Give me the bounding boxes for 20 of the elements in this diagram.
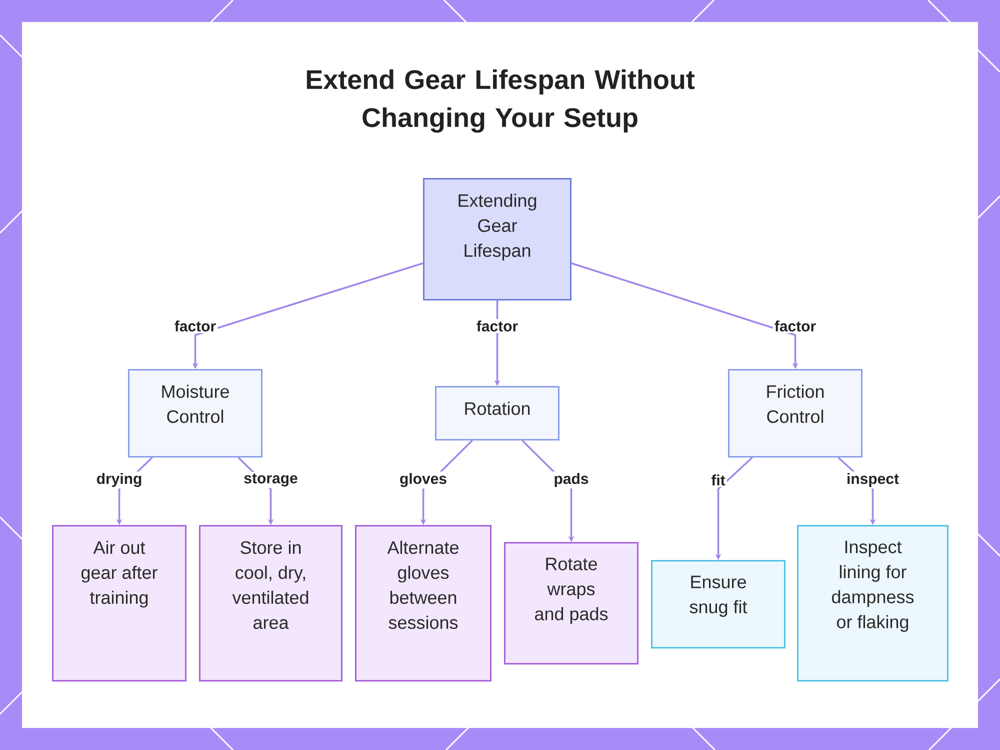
tip-box: Ensure snug fit (651, 560, 786, 648)
tip-box: Alternate gloves between sessions (355, 525, 492, 682)
category-box: Friction Control (728, 369, 863, 458)
edge-label: factor (172, 319, 218, 334)
edge-label: storage (242, 472, 300, 488)
title: Extend Gear Lifespan Without Changing Your Setup (306, 69, 695, 133)
topic-box: Extending Gear Lifespan (423, 178, 572, 300)
edge-label: fit (710, 473, 727, 487)
category-box: Rotation (435, 386, 560, 440)
tip-box: Store in cool, dry, ventilated area (199, 525, 342, 682)
edge-label: drying (94, 471, 144, 489)
edge-label: factor (474, 319, 520, 334)
tip-box: Rotate wraps and pads (504, 542, 638, 664)
edge-label: factor (772, 319, 818, 334)
tip-box: Inspect lining for dampness or flaking (797, 525, 949, 682)
edge-label: gloves (398, 471, 449, 489)
tip-box: Air out gear after training (52, 525, 186, 682)
category-box: Moisture Control (128, 369, 262, 458)
edge-label: pads (552, 472, 590, 488)
edge-label: inspect (845, 472, 901, 488)
